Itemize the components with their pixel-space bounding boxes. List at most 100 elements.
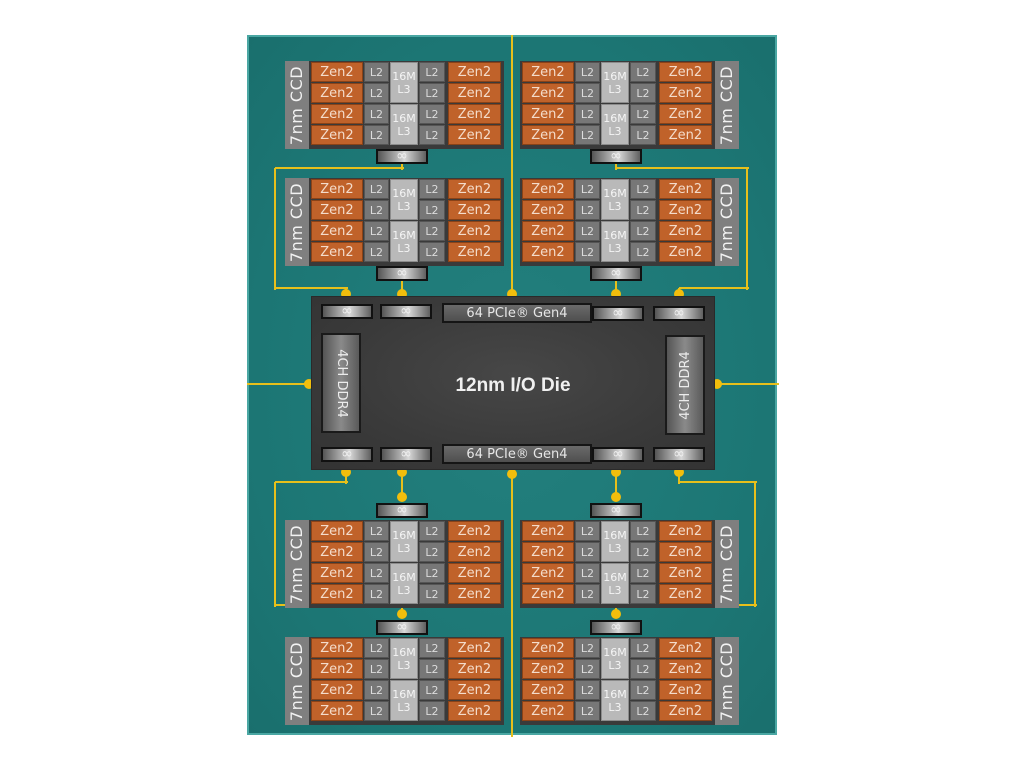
connection-dot — [507, 289, 517, 299]
l3-size: 16M — [392, 228, 416, 242]
l3-size: 16M — [603, 186, 627, 200]
ccd-label-strip: 7nm CCD — [285, 178, 309, 266]
l3-size: 16M — [392, 645, 416, 659]
zen2-core: Zen2 — [448, 680, 501, 700]
l2-cache: L2 — [419, 521, 445, 541]
infinity-fabric-port: ∞ — [653, 447, 705, 462]
l3-size: 16M — [392, 528, 416, 542]
zen2-core: Zen2 — [522, 179, 574, 199]
zen2-core: Zen2 — [522, 638, 574, 658]
infinity-fabric-link: ∞ — [376, 149, 428, 164]
interconnect-line — [401, 273, 403, 298]
zen2-core: Zen2 — [659, 62, 712, 82]
l2-cache: L2 — [575, 83, 600, 103]
l2-cache: L2 — [630, 638, 656, 658]
connection-dot — [611, 492, 621, 502]
zen2-core: Zen2 — [522, 104, 574, 124]
infinity-fabric-link: ∞ — [376, 503, 428, 518]
zen2-core: Zen2 — [311, 179, 363, 199]
zen2-core: Zen2 — [448, 242, 501, 262]
l2-cache: L2 — [419, 584, 445, 604]
zen2-core: Zen2 — [659, 584, 712, 604]
connection-dot — [611, 289, 621, 299]
zen2-core: Zen2 — [448, 542, 501, 562]
zen2-core: Zen2 — [311, 680, 363, 700]
l2-cache: L2 — [364, 659, 389, 679]
zen2-core: Zen2 — [311, 104, 363, 124]
connection-dot — [397, 289, 407, 299]
l2-cache: L2 — [364, 542, 389, 562]
l2-cache: L2 — [575, 584, 600, 604]
l3-size: 16M — [603, 570, 627, 584]
l2-cache: L2 — [575, 521, 600, 541]
ccd-label-strip: 7nm CCD — [715, 61, 739, 149]
zen2-core: Zen2 — [448, 104, 501, 124]
zen2-core: Zen2 — [311, 701, 363, 721]
l3-label: L3 — [397, 583, 411, 597]
l3-size: 16M — [603, 69, 627, 83]
ccd-label-strip: 7nm CCD — [285, 520, 309, 608]
ddr-label: 4CH DDR4 — [677, 350, 693, 420]
l3-size: 16M — [392, 186, 416, 200]
ccd-label: 7nm CCD — [717, 641, 737, 721]
infinity-fabric-port: ∞ — [592, 447, 644, 462]
l3-label: L3 — [397, 124, 411, 138]
zen2-core: Zen2 — [311, 125, 363, 145]
zen2-core: Zen2 — [659, 83, 712, 103]
l3-size: 16M — [392, 570, 416, 584]
zen2-core: Zen2 — [311, 62, 363, 82]
l3-size: 16M — [603, 645, 627, 659]
l3-label: L3 — [397, 82, 411, 96]
l2-cache: L2 — [630, 584, 656, 604]
l2-cache: L2 — [419, 701, 445, 721]
zen2-core: Zen2 — [522, 659, 574, 679]
zen2-core: Zen2 — [659, 104, 712, 124]
ccd-label-strip: 7nm CCD — [715, 178, 739, 266]
interconnect-line — [274, 482, 276, 607]
l3-size: 16M — [603, 111, 627, 125]
connection-dot — [341, 467, 351, 477]
infinity-fabric-link: ∞ — [590, 266, 642, 281]
l2-cache: L2 — [575, 62, 600, 82]
infinity-fabric-link: ∞ — [590, 503, 642, 518]
l2-cache: L2 — [364, 83, 389, 103]
l3-label: L3 — [608, 124, 622, 138]
l2-cache: L2 — [364, 563, 389, 583]
ddr4-controller-right: 4CH DDR4 — [665, 335, 705, 435]
interconnect-line — [616, 167, 749, 169]
connection-dot — [611, 467, 621, 477]
zen2-core: Zen2 — [448, 563, 501, 583]
connection-dot — [341, 289, 351, 299]
zen2-core: Zen2 — [522, 221, 574, 241]
l2-cache: L2 — [419, 83, 445, 103]
infinity-fabric-port: ∞ — [380, 304, 432, 319]
l2-cache: L2 — [630, 521, 656, 541]
interconnect-line — [511, 35, 513, 298]
zen2-core: Zen2 — [311, 200, 363, 220]
ccd-label: 7nm CCD — [717, 65, 737, 145]
infinity-fabric-port: ∞ — [592, 306, 644, 321]
zen2-core: Zen2 — [659, 221, 712, 241]
zen2-core: Zen2 — [659, 242, 712, 262]
l2-cache: L2 — [630, 83, 656, 103]
zen2-core: Zen2 — [311, 521, 363, 541]
infinity-fabric-link: ∞ — [376, 266, 428, 281]
connection-dot — [507, 469, 517, 479]
l2-cache: L2 — [364, 638, 389, 658]
ddr4-controller-left: 4CH DDR4 — [321, 333, 361, 433]
infinity-fabric-link: ∞ — [590, 149, 642, 164]
zen2-core: Zen2 — [659, 542, 712, 562]
l2-cache: L2 — [630, 125, 656, 145]
